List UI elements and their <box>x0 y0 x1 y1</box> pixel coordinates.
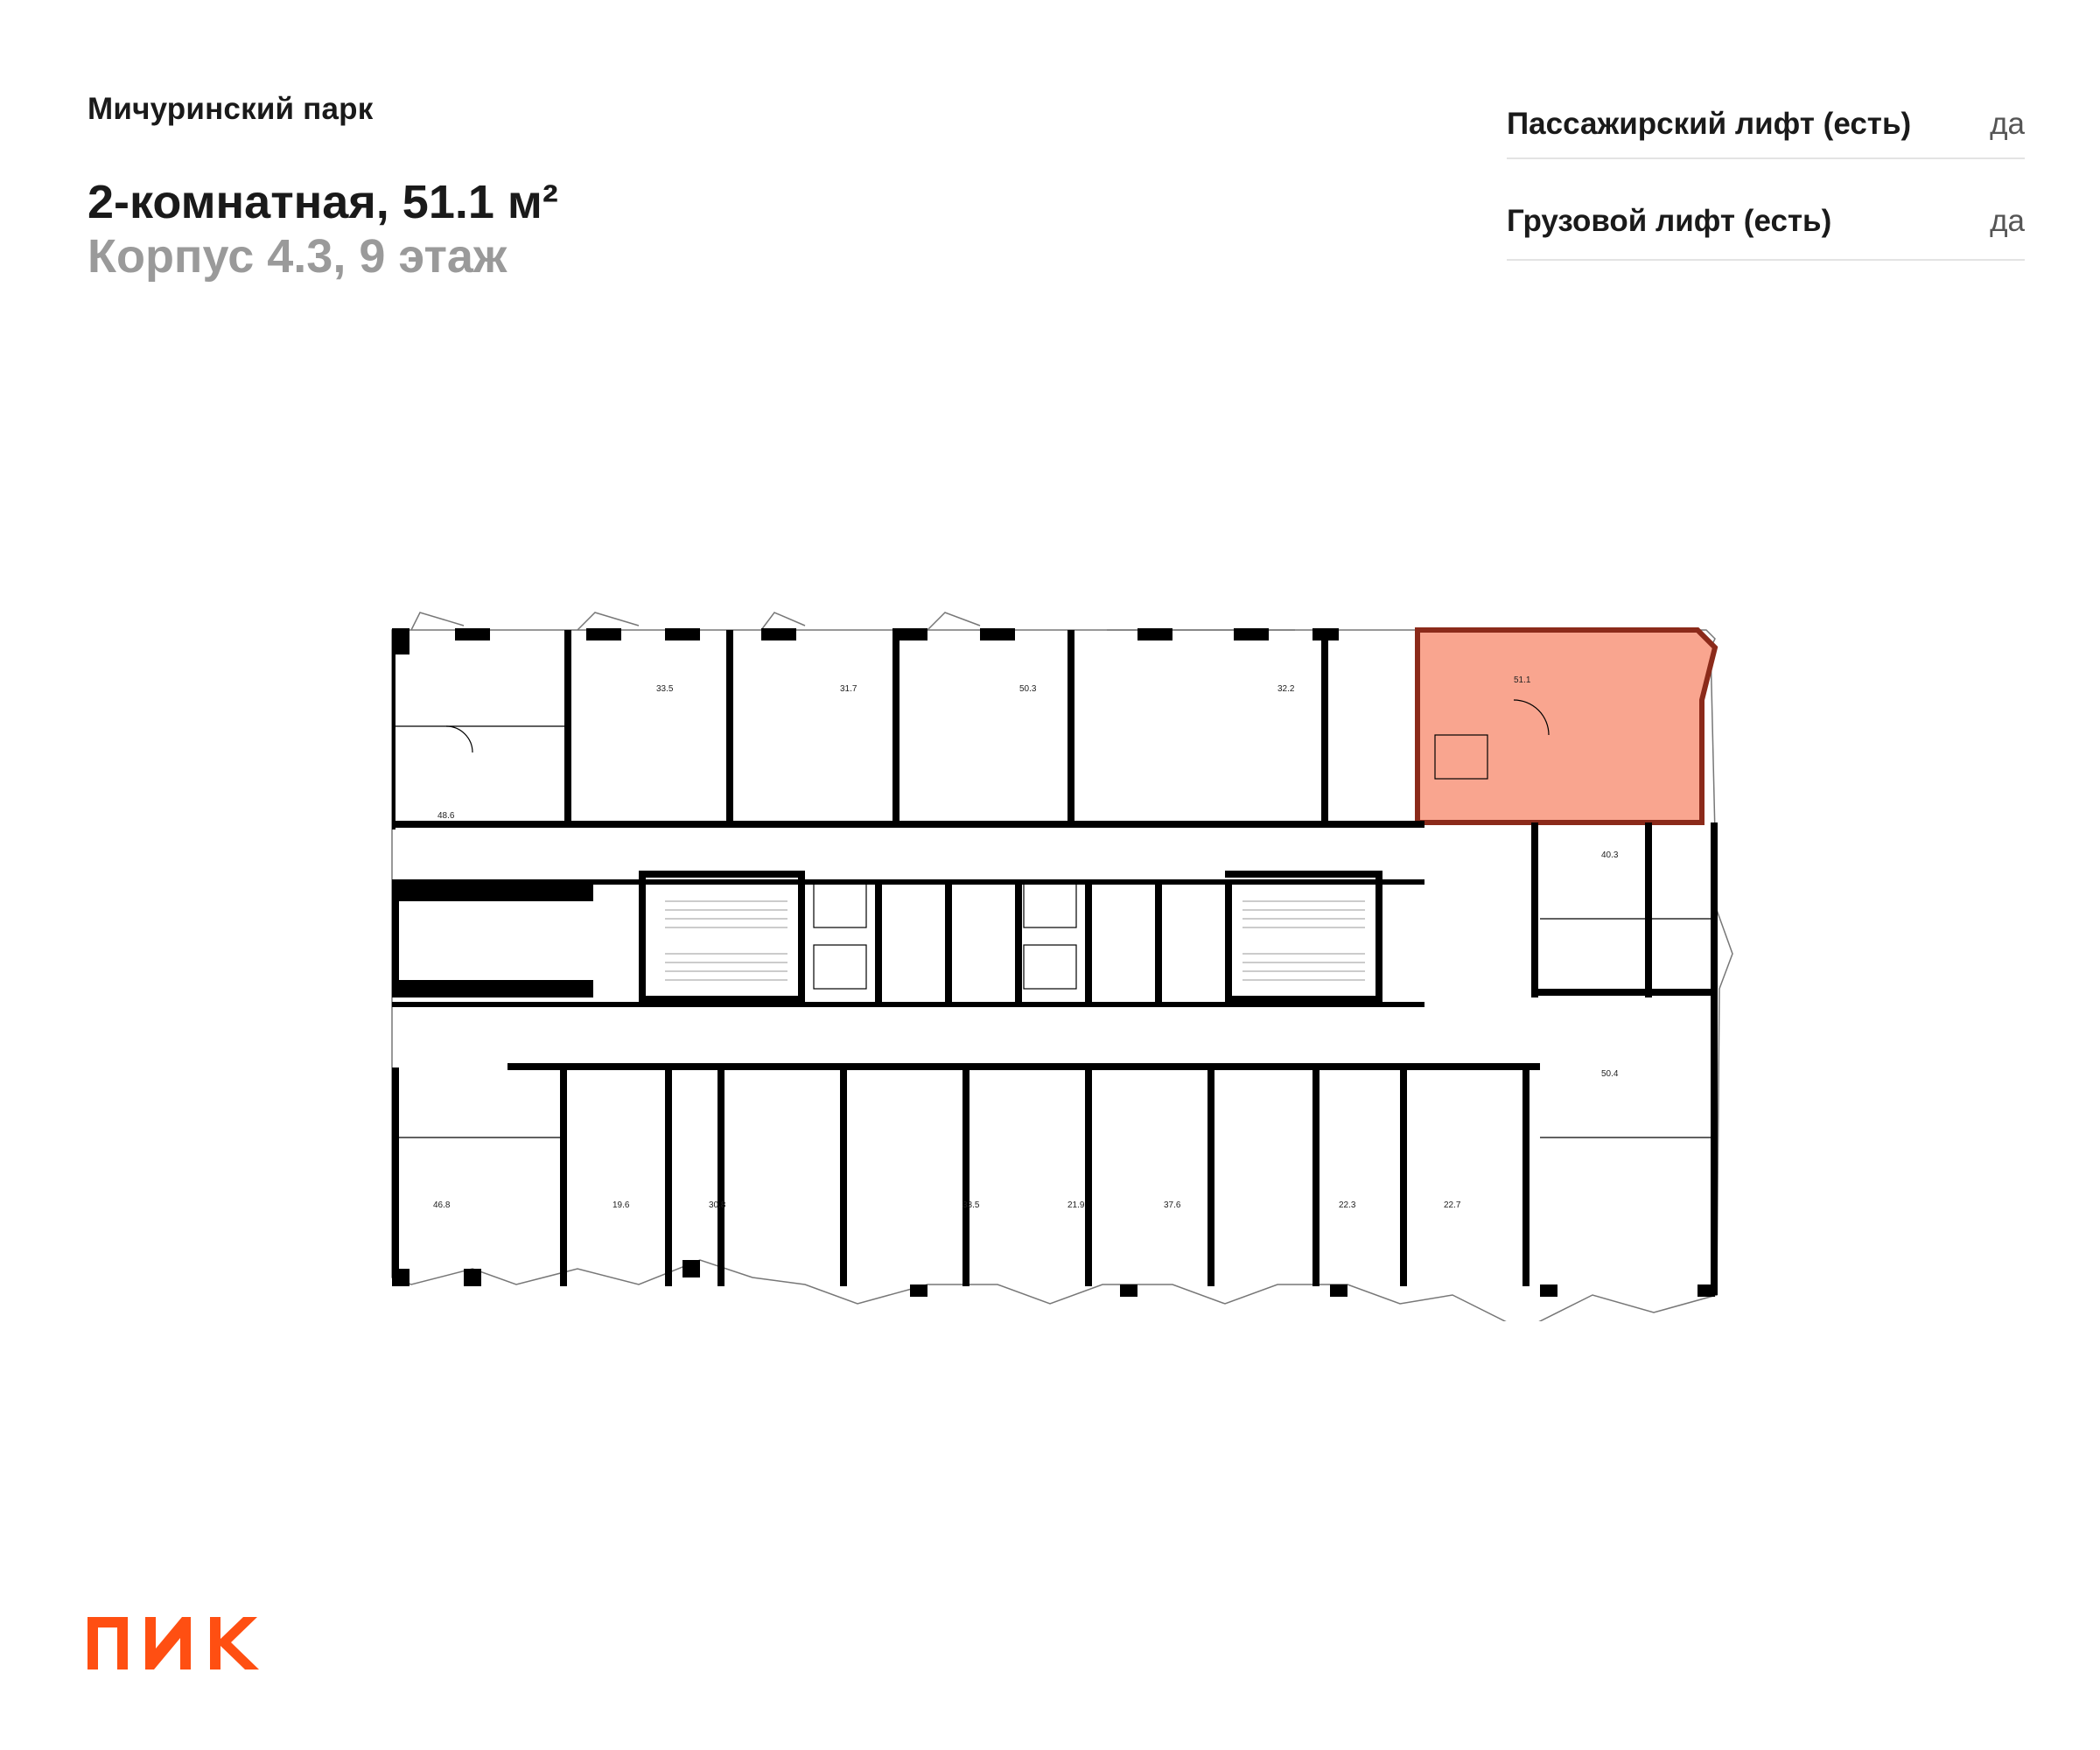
area-label-right-2: 50.4 <box>1601 1069 1619 1079</box>
area-label-bottom-3: 33.5 <box>962 1200 980 1210</box>
project-name: Мичуринский парк <box>88 92 374 126</box>
interior-lines <box>392 699 1711 1138</box>
apartment-subtitle: Корпус 4.3, 9 этаж <box>88 230 508 283</box>
area-label-top-4: 32.2 <box>1278 684 1295 694</box>
area-label-bottom-7: 22.7 <box>1444 1200 1461 1210</box>
area-label-bottom-2: 30.8 <box>709 1200 726 1210</box>
area-label-right-1: 40.3 <box>1601 850 1619 860</box>
area-label-left-2: 46.8 <box>433 1200 451 1210</box>
pik-logo-graphic <box>88 1617 259 1670</box>
feature-value: да <box>1990 204 2025 238</box>
header: Мичуринский парк 2-комнатная, 51.1 м² Ко… <box>88 88 875 284</box>
features-list: Пассажирский лифт (есть) да Грузовой лиф… <box>1507 79 2025 261</box>
apartment-title: 2-комнатная, 51.1 м² <box>88 176 558 228</box>
walls <box>392 628 1718 1297</box>
feature-row-passenger-lift: Пассажирский лифт (есть) да <box>1507 79 2025 159</box>
floor-plan-drawing: 33.5 31.7 50.3 32.2 51.1 48.6 46.8 40.3 … <box>391 612 1733 1321</box>
feature-label: Пассажирский лифт (есть) <box>1507 107 1912 141</box>
pik-logo-icon <box>88 1617 271 1670</box>
highlighted-apartment[interactable] <box>1415 627 1718 825</box>
area-label-bottom-6: 22.3 <box>1339 1200 1356 1210</box>
area-label-top-3: 50.3 <box>1019 684 1037 694</box>
area-label-bottom-4: 21.9 <box>1068 1200 1085 1210</box>
area-label-bottom-1: 19.6 <box>612 1200 630 1210</box>
area-label-highlighted: 51.1 <box>1514 676 1531 685</box>
area-label-top-2: 31.7 <box>840 684 858 694</box>
area-labels: 33.5 31.7 50.3 32.2 51.1 48.6 46.8 40.3 … <box>433 676 1619 1210</box>
floor-plan: 33.5 31.7 50.3 32.2 51.1 48.6 46.8 40.3 … <box>350 578 1750 1321</box>
feature-value: да <box>1990 107 2025 141</box>
area-label-left-1: 48.6 <box>438 811 455 821</box>
feature-label: Грузовой лифт (есть) <box>1507 204 1832 238</box>
area-label-top-1: 33.5 <box>656 684 674 694</box>
area-label-bottom-5: 37.6 <box>1164 1200 1181 1210</box>
feature-row-freight-lift: Грузовой лифт (есть) да <box>1507 159 2025 261</box>
stairs <box>665 900 1365 981</box>
